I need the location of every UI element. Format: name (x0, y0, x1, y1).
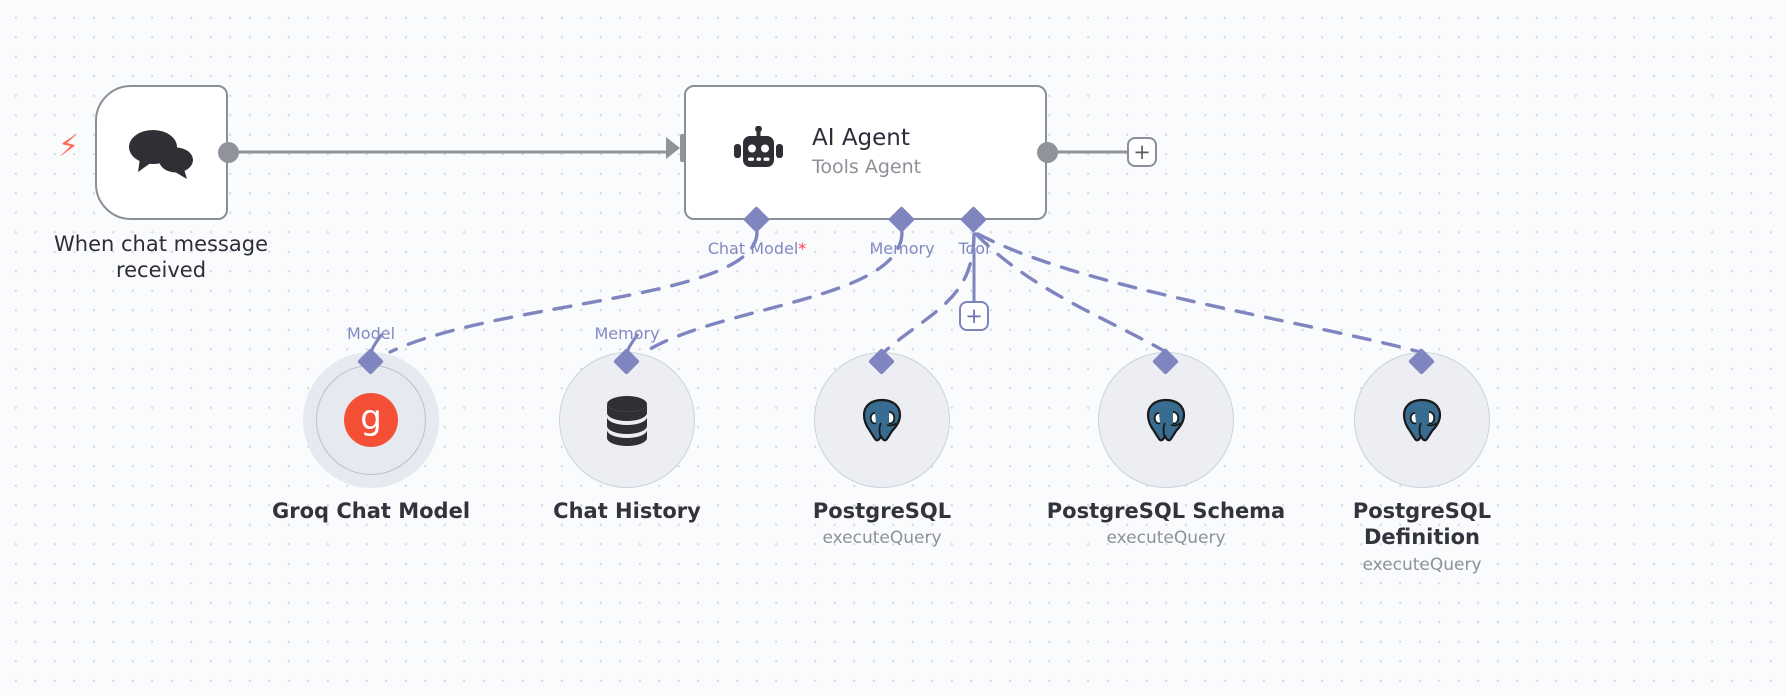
agent-port-label-chat-model: Chat Model* (708, 239, 807, 258)
postgresql-node-operation: executeQuery (822, 528, 942, 549)
trigger-node-when-chat-message-received[interactable] (95, 85, 228, 220)
chat-history-port-label: Memory (594, 324, 660, 343)
agent-port-label-memory: Memory (869, 239, 934, 258)
chat-bubbles-icon (128, 129, 193, 179)
agent-subtitle: Tools Agent (812, 155, 922, 178)
chat-history-node-label: Chat History (553, 498, 701, 524)
subnode-groq-chat-model[interactable]: g Groq Chat Model (272, 352, 470, 523)
subnode-postgresql-definition[interactable]: PostgreSQL Definition executeQuery (1353, 352, 1491, 575)
groq-node-label: Groq Chat Model (272, 498, 470, 524)
robot-icon (734, 125, 783, 167)
agent-title: AI Agent (812, 125, 910, 152)
ai-agent-node[interactable]: AI Agent Tools Agent (684, 85, 1047, 220)
tool-label-text: Tool (958, 239, 990, 258)
postgresql-elephant-icon (1146, 398, 1186, 442)
postgresql-schema-node-title: PostgreSQL Schema (1046, 499, 1286, 523)
chat-history-node-title: Chat History (553, 499, 701, 523)
database-icon (607, 396, 647, 446)
lightning-bolt-icon: ⚡ (58, 129, 80, 164)
trigger-node-title: When chat message received (54, 232, 268, 283)
postgresql-schema-node-label: PostgreSQL Schema executeQuery (1047, 498, 1285, 548)
add-node-button-main[interactable]: + (1127, 137, 1157, 167)
postgresql-schema-node-circle[interactable] (1098, 352, 1234, 488)
agent-input-arrow-icon (666, 137, 680, 159)
memory-label-text: Memory (869, 239, 935, 258)
chat-model-label-text: Chat Model (707, 239, 799, 258)
agent-output-port[interactable] (1037, 142, 1058, 163)
postgresql-node-title: PostgreSQL (812, 499, 952, 523)
groq-inner-ring (316, 365, 426, 475)
postgresql-elephant-icon (1402, 398, 1442, 442)
add-tool-button[interactable]: + (959, 301, 989, 331)
subnode-chat-history[interactable]: Chat History (553, 352, 701, 523)
groq-node-circle[interactable]: g (303, 352, 439, 488)
postgresql-definition-node-circle[interactable] (1354, 352, 1490, 488)
postgresql-definition-node-label: PostgreSQL Definition executeQuery (1337, 498, 1507, 575)
subnode-postgresql-schema[interactable]: PostgreSQL Schema executeQuery (1047, 352, 1285, 548)
postgresql-definition-node-operation: executeQuery (1362, 554, 1482, 575)
trigger-node-label: When chat message received (41, 231, 281, 284)
subnode-postgresql[interactable]: PostgreSQL executeQuery (813, 352, 951, 548)
trigger-output-port[interactable] (218, 142, 239, 163)
postgresql-elephant-icon (862, 398, 902, 442)
postgresql-node-label: PostgreSQL executeQuery (813, 498, 951, 548)
postgresql-definition-node-title: PostgreSQL Definition (1352, 499, 1492, 550)
chat-history-node-circle[interactable] (559, 352, 695, 488)
chat-model-required-marker: * (798, 239, 807, 258)
agent-port-label-tool: Tool (958, 239, 989, 258)
postgresql-node-circle[interactable] (814, 352, 950, 488)
groq-node-title: Groq Chat Model (271, 499, 471, 523)
postgresql-schema-node-operation: executeQuery (1106, 528, 1226, 549)
groq-port-label: Model (346, 324, 396, 343)
